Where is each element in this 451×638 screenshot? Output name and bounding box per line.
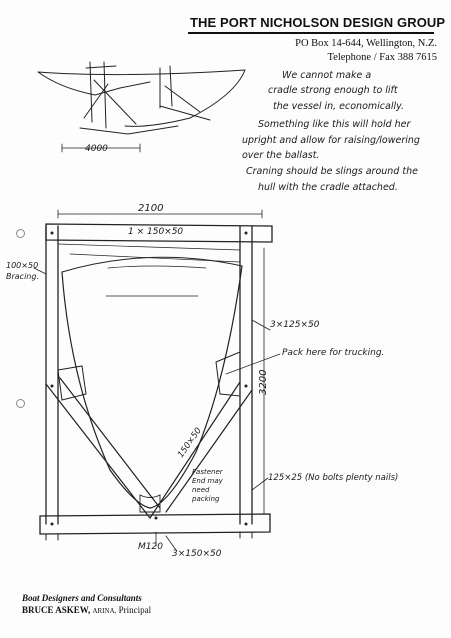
- top-beam-label: 1 × 150×50: [128, 227, 184, 237]
- note-line-7: Craning should be slings around the: [246, 166, 418, 177]
- note-line-8: hull with the cradle attached.: [258, 182, 398, 193]
- note-line-4: Something like this will hold her: [258, 119, 411, 130]
- bottom-member-label: 3×150×50: [172, 549, 222, 559]
- pack-note: Pack here for trucking.: [282, 348, 385, 358]
- side-post-label: 3×125×50: [270, 320, 320, 330]
- note-line-2: cradle strong enough to lift: [268, 85, 398, 96]
- company-name: THE PORT NICHOLSON DESIGN GROUP: [190, 15, 446, 30]
- upper-dimension-label: 4000: [85, 144, 108, 154]
- width-label: 2100: [138, 203, 164, 214]
- bottom-bolt-note: 125×25 (No bolts plenty nails): [268, 473, 399, 483]
- note-line-3: the vessel in, economically.: [273, 101, 405, 112]
- note-line-6: over the ballast.: [242, 150, 320, 161]
- hole-punch-top: [16, 229, 25, 238]
- principal-credential: ARINA,: [92, 607, 117, 615]
- footer-tagline: Boat Designers and Consultants: [22, 593, 142, 603]
- company-phone: Telephone / Fax 388 7615: [327, 52, 438, 63]
- bracing-label: 100×50 Bracing.: [6, 261, 39, 281]
- hole-punch-bottom: [16, 399, 25, 408]
- letterhead-rule: [188, 32, 434, 34]
- company-address: PO Box 14-644, Wellington, N.Z.: [295, 38, 437, 49]
- note-line-1: We cannot make a: [282, 70, 372, 81]
- height-label: 3200: [258, 369, 269, 395]
- principal-role: Principal: [118, 605, 152, 615]
- note-line-5: upright and allow for raising/lowering: [242, 135, 420, 146]
- footer-signature-line: BRUCE ASKEW, ARINA, Principal: [22, 605, 151, 615]
- principal-name: BRUCE ASKEW,: [22, 605, 91, 615]
- bolt-label: M120: [138, 542, 163, 552]
- fastener-note: Fastener End may need packing: [192, 468, 223, 503]
